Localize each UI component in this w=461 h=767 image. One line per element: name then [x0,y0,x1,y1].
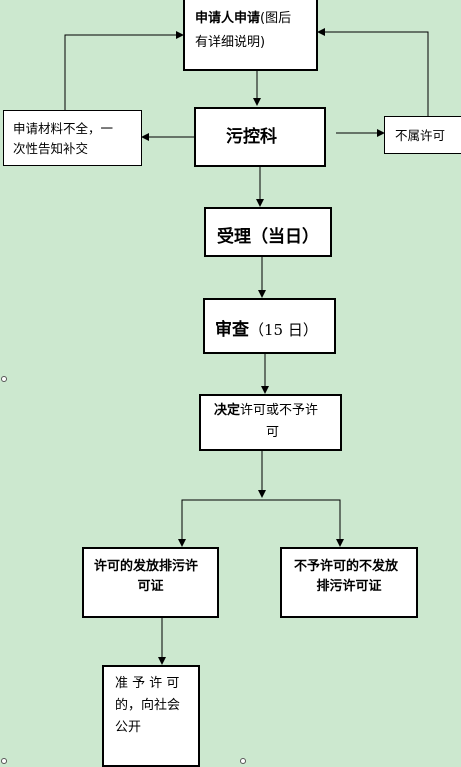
review-duration: （15 日） [249,321,318,339]
split-horizontal [181,499,341,540]
decision-text-2: 可 [266,425,280,440]
publish-box: 准 予 许 可 的，向社会 公开 [102,665,200,767]
selection-handle-left[interactable] [1,376,7,382]
decision-title: 决定 [214,403,241,418]
issue-permit-line-2: 可证 [137,579,164,594]
publish-line-3: 公开 [115,720,142,735]
deny-permit-line-1: 不予许可的不发放 [294,559,399,574]
arrow-not-permitted-to-apply [317,28,429,116]
issue-permit-box: 许可的发放排污许 可证 [82,547,219,618]
pollution-control-box: 污控科 [194,107,326,167]
not-permitted-label: 不属许可 [395,128,446,143]
apply-note-1: (图后 [260,11,292,26]
selection-handle-bottom-mid[interactable] [240,758,246,764]
apply-box: 申请人申请(图后 有详细说明) [183,0,318,71]
publish-line-1: 准 予 许 可 [115,676,180,691]
review-box: 审查（15 日） [203,298,336,354]
incomplete-box: 申请材料不全，一 次性告知补交 [3,110,142,166]
apply-title: 申请人申请 [195,11,261,26]
apply-note-2: 有详细说明) [195,35,266,50]
incomplete-line-1: 申请材料不全，一 [13,121,114,136]
arrow-incomplete-to-apply [64,31,184,110]
review-label: 审查 [215,320,249,340]
accept-label: 受理（当日） [217,227,319,247]
pollution-control-label: 污控科 [226,127,277,147]
issue-permit-line-1: 许可的发放排污许 [94,559,199,574]
deny-permit-box: 不予许可的不发放 排污许可证 [280,547,418,618]
decision-text-1: 许可或不予许 [240,403,319,418]
publish-line-2: 的，向社会 [115,698,181,713]
deny-permit-line-2: 排污许可证 [316,579,382,594]
decision-box: 决定许可或不予许 可 [199,394,342,451]
accept-box: 受理（当日） [204,207,332,257]
selection-handle-bottom-left[interactable] [1,758,7,764]
not-permitted-box: 不属许可 [384,116,461,154]
incomplete-line-2: 次性告知补交 [13,141,89,156]
